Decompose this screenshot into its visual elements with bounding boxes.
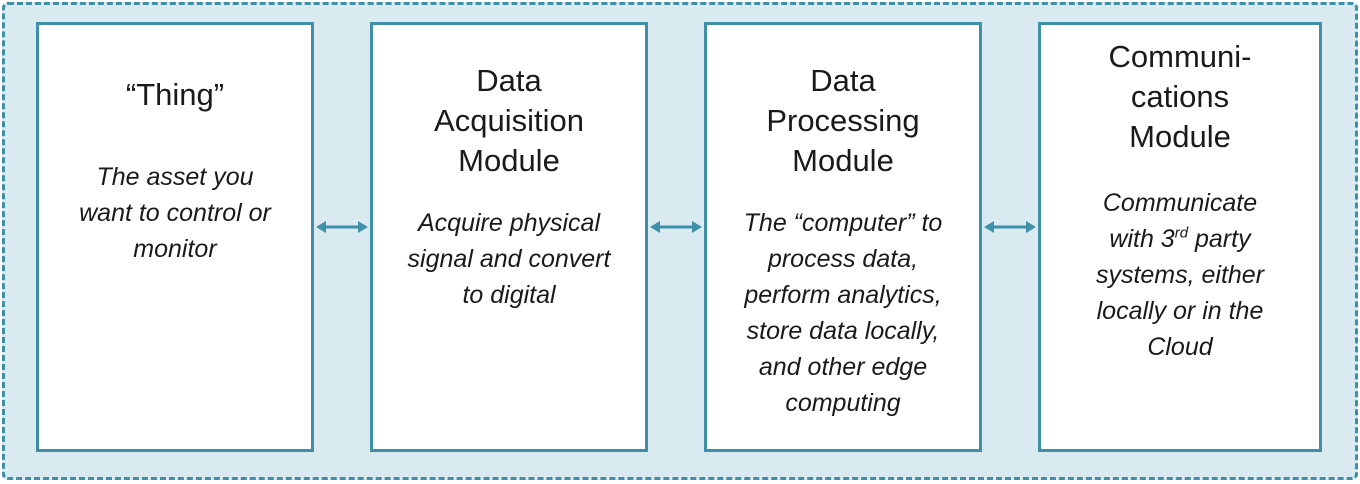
communications-box: Communi- cations Module Communicate with… xyxy=(1038,22,1322,452)
thing-description: The asset you want to control or monitor xyxy=(79,163,271,263)
communications-description-part1: Communicate with 3 xyxy=(1102,189,1258,253)
data-acquisition-description: Acquire physical signal and convert to d… xyxy=(407,209,611,309)
data-acquisition-box: Data Acquisition Module Acquire physical… xyxy=(370,22,648,452)
thing-box: “Thing” The asset you want to control or… xyxy=(36,22,314,452)
data-processing-description: The “computer” to process data, perform … xyxy=(743,209,943,417)
thing-title: “Thing” xyxy=(125,77,225,112)
data-processing-title: Data Processing Module xyxy=(766,63,920,178)
communications-description-part2: party systems, either locally or in the … xyxy=(1095,225,1265,361)
data-acquisition-title: Data Acquisition Module xyxy=(434,63,584,178)
data-processing-box: Data Processing Module The “computer” to… xyxy=(704,22,982,452)
communications-title: Communi- cations Module xyxy=(1108,39,1252,154)
communications-description: Communicate with 3rd party systems, eith… xyxy=(1096,185,1264,365)
communications-description-superscript: rd xyxy=(1174,224,1189,242)
